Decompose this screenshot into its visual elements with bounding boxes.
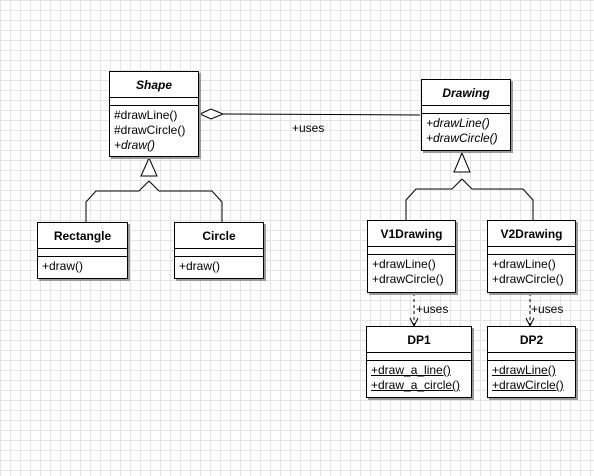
class-dp1[interactable]: DP1 +draw_a_line() +draw_a_circle() [366,326,472,398]
operation: +drawCircle() [372,272,444,286]
operation: +drawLine() [426,116,490,130]
class-v1drawing-attributes [368,247,455,255]
generalization-v1drawing-line [405,178,463,220]
class-v1drawing-operations: +drawLine() +drawCircle() [368,255,455,289]
aggregation-diamond [198,108,225,120]
aggregation-line [222,113,421,116]
class-dp1-attributes [367,353,471,361]
class-v1drawing-name: V1Drawing [368,221,455,247]
generalization-v2drawing-line [461,178,534,220]
operation: +drawLine() [492,257,556,271]
class-dp1-name: DP1 [367,327,471,353]
label-v2-uses-dp2: +uses [531,302,564,316]
operation: +drawLine() [492,363,556,377]
class-circle[interactable]: Circle +draw() [174,222,264,279]
class-rectangle-name: Rectangle [38,223,127,249]
class-v2drawing-attributes [488,247,575,255]
generalization-shape-triangle [140,156,158,177]
operation: +draw_a_circle() [371,378,461,392]
class-shape-name: Shape [110,72,198,98]
operation: +draw() [42,259,84,273]
class-dp2-name: DP2 [488,327,575,353]
class-circle-operations: +draw() [175,257,263,276]
class-drawing-name: Drawing [422,80,510,106]
class-rectangle-operations: +draw() [38,257,127,276]
generalization-rectangle-line [85,180,150,222]
generalization-circle-line [148,180,223,222]
operation: +drawLine() [372,257,436,271]
operation: +draw_a_line() [371,363,451,377]
class-rectangle[interactable]: Rectangle +draw() [37,222,128,279]
class-dp2-attributes [488,353,575,361]
class-shape-operations: #drawLine() #drawCircle() +draw() [110,106,198,155]
class-drawing-attributes [422,106,510,114]
class-dp2[interactable]: DP2 +drawLine() +drawCircle() [487,326,576,398]
operation: +draw() [179,259,221,273]
class-v2drawing-name: V2Drawing [488,221,575,247]
generalization-drawing-triangle [453,151,471,173]
class-rectangle-attributes [38,249,127,257]
operation: +drawCircle() [426,131,498,145]
class-circle-name: Circle [175,223,263,249]
operation: #drawCircle() [114,123,186,137]
label-shape-uses-drawing: +uses [292,121,325,135]
operation: #drawLine() [114,108,178,122]
operation: +draw() [114,138,156,152]
class-drawing[interactable]: Drawing +drawLine() +drawCircle() [421,79,511,151]
class-dp1-operations: +draw_a_line() +draw_a_circle() [367,361,471,395]
operation: +drawCircle() [492,378,564,392]
class-v1drawing[interactable]: V1Drawing +drawLine() +drawCircle() [367,220,456,293]
class-shape[interactable]: Shape #drawLine() #drawCircle() +draw() [109,71,199,157]
class-shape-attributes [110,98,198,106]
class-v2drawing-operations: +drawLine() +drawCircle() [488,255,575,289]
label-v1-uses-dp1: +uses [416,302,449,316]
class-v2drawing[interactable]: V2Drawing +drawLine() +drawCircle() [487,220,576,293]
class-dp2-operations: +drawLine() +drawCircle() [488,361,575,395]
class-circle-attributes [175,249,263,257]
operation: +drawCircle() [492,272,564,286]
class-drawing-operations: +drawLine() +drawCircle() [422,114,510,148]
